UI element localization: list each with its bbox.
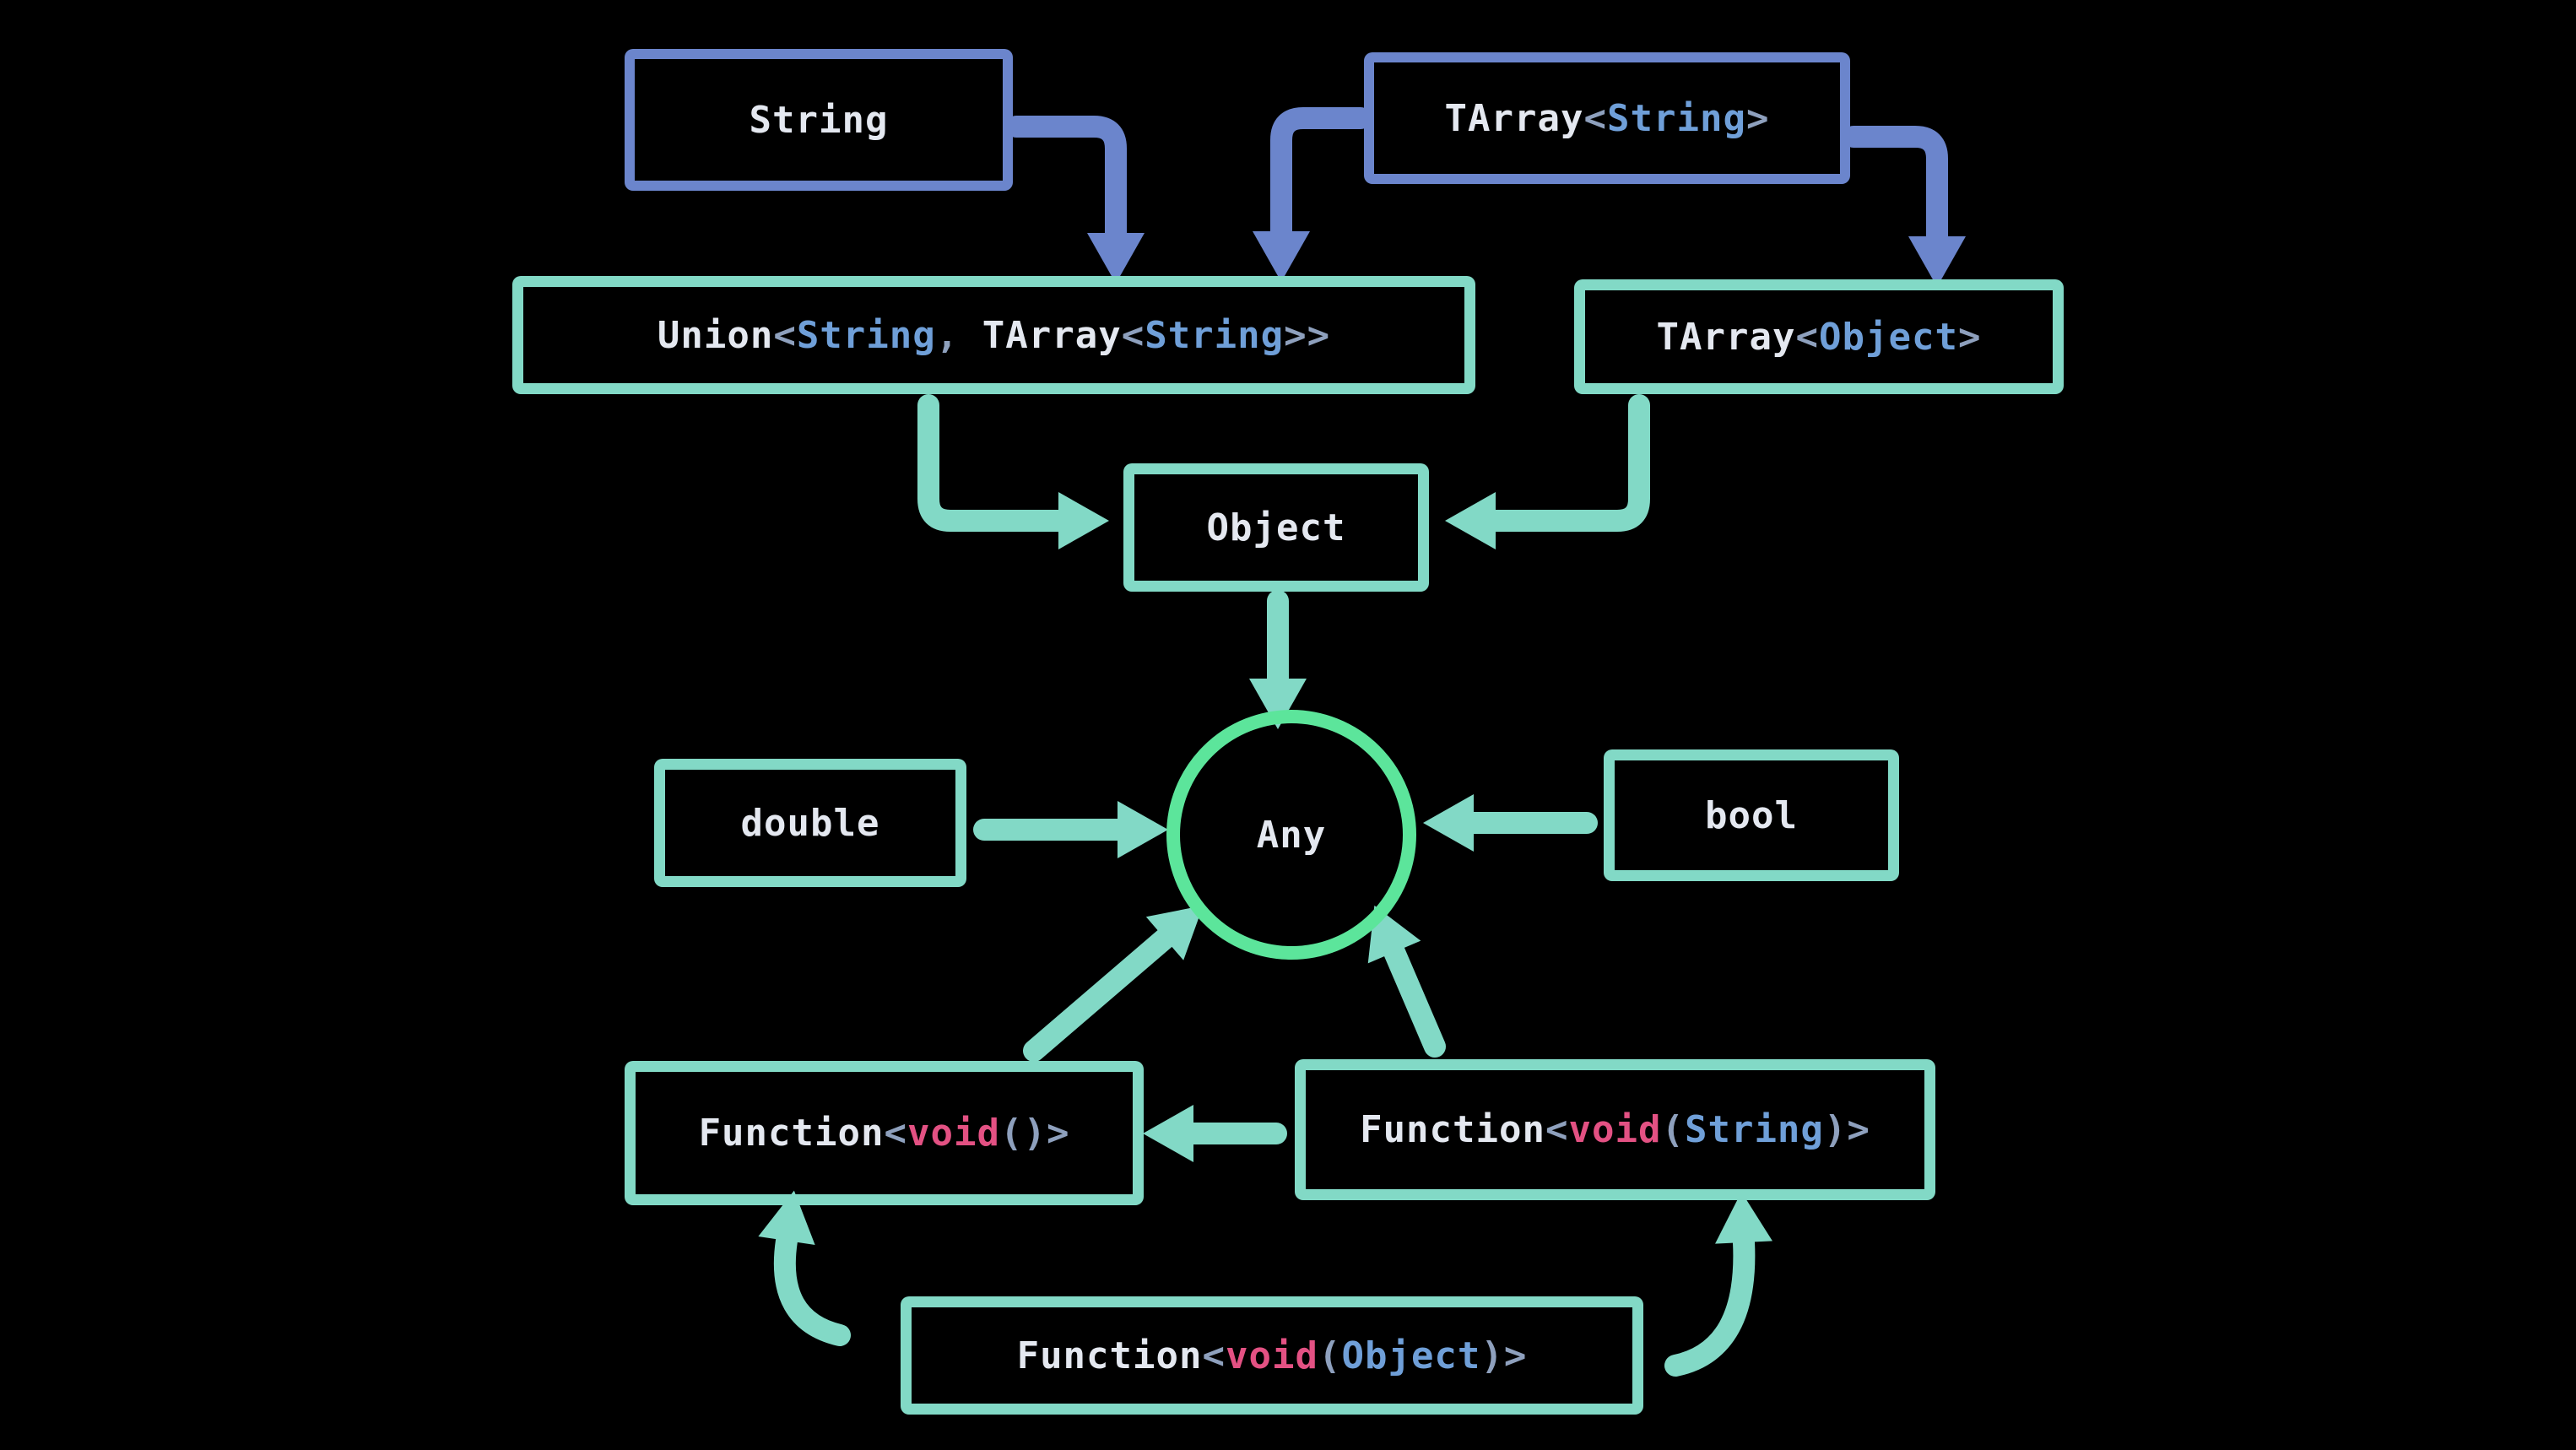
token-keyword: void — [906, 1112, 1000, 1155]
node-any: Any — [1166, 710, 1416, 960]
node-function-void: Function<void()> — [625, 1061, 1144, 1205]
node-string-label: String — [750, 99, 889, 142]
token-punct: < — [1202, 1334, 1226, 1377]
arrow-func-void-object-to-func-void — [758, 1190, 851, 1346]
token-type: Object — [1819, 315, 1958, 359]
token-base: Object — [1206, 506, 1346, 549]
arrow-func-void-to-any — [1023, 905, 1204, 1062]
token-base: TArray — [1444, 96, 1584, 140]
token-base: String — [749, 98, 889, 142]
token-base: Union — [657, 313, 774, 357]
arrow-func-void-string-to-any — [1367, 905, 1446, 1058]
node-function-void-string-label: Function<void(String)> — [1360, 1108, 1870, 1151]
token-punct: ( — [1318, 1334, 1342, 1377]
node-any-label: Any — [1257, 814, 1326, 857]
token-punct: < — [1795, 315, 1819, 359]
node-double-label: double — [741, 802, 880, 845]
arrow-tarray-string-to-union — [1253, 107, 1372, 282]
node-tarray-string: TArray<String> — [1364, 52, 1850, 184]
node-tarray-object: TArray<Object> — [1574, 279, 2064, 394]
token-base: double — [740, 801, 880, 845]
token-base: TArray — [1656, 315, 1796, 359]
token-punct: < — [773, 313, 797, 357]
node-function-void-object-label: Function<void(Object)> — [1017, 1334, 1528, 1377]
token-punct: > — [1046, 1112, 1070, 1155]
arrow-string-to-union — [1005, 116, 1145, 284]
token-type: String — [1684, 1108, 1824, 1151]
arrow-tarray-string-to-tarray-object — [1843, 126, 1966, 287]
token-punct: ) — [1823, 1108, 1848, 1151]
token-punct: , — [935, 313, 982, 357]
token-type: String — [1607, 96, 1746, 140]
token-punct: < — [1583, 96, 1607, 140]
node-string: String — [625, 49, 1013, 191]
token-type: Object — [1341, 1334, 1481, 1377]
node-function-void-label: Function<void()> — [699, 1112, 1070, 1155]
node-tarray-string-label: TArray<String> — [1445, 97, 1770, 140]
token-base: Any — [1256, 813, 1327, 857]
token-punct: > — [1847, 1108, 1870, 1151]
arrow-tarray-object-to-object — [1445, 394, 1650, 549]
node-object: Object — [1123, 463, 1429, 592]
token-keyword: void — [1226, 1334, 1318, 1377]
token-punct: ) — [1480, 1334, 1504, 1377]
node-union-string-tarray-string: Union<String, TArray<String>> — [512, 276, 1475, 394]
token-type: String — [796, 313, 936, 357]
token-punct: > — [1745, 96, 1770, 140]
token-punct: > — [1503, 1334, 1528, 1377]
token-punct: < — [1545, 1108, 1569, 1151]
token-type: String — [1145, 313, 1285, 357]
arrow-union-to-object — [917, 394, 1109, 549]
token-keyword: void — [1568, 1108, 1662, 1151]
token-punct: () — [999, 1112, 1047, 1155]
token-punct: ( — [1661, 1108, 1685, 1151]
token-punct: < — [1121, 313, 1145, 357]
token-base: Function — [1016, 1334, 1203, 1377]
node-function-void-string: Function<void(String)> — [1295, 1059, 1935, 1200]
token-base: Function — [698, 1112, 885, 1155]
node-bool: bool — [1604, 749, 1899, 881]
node-object-label: Object — [1207, 506, 1346, 549]
node-bool-label: bool — [1705, 794, 1798, 837]
token-base: bool — [1705, 793, 1798, 837]
token-base: Function — [1360, 1108, 1545, 1151]
token-punct: >> — [1284, 313, 1331, 357]
node-function-void-object: Function<void(Object)> — [901, 1296, 1643, 1415]
token-punct: > — [1957, 315, 1982, 359]
node-tarray-object-label: TArray<Object> — [1657, 316, 1982, 359]
arrow-func-void-object-to-func-void-string — [1664, 1192, 1772, 1377]
node-union-label: Union<String, TArray<String>> — [658, 314, 1330, 357]
token-base: TArray — [982, 313, 1122, 357]
node-double: double — [654, 759, 966, 887]
token-punct: < — [884, 1112, 907, 1155]
